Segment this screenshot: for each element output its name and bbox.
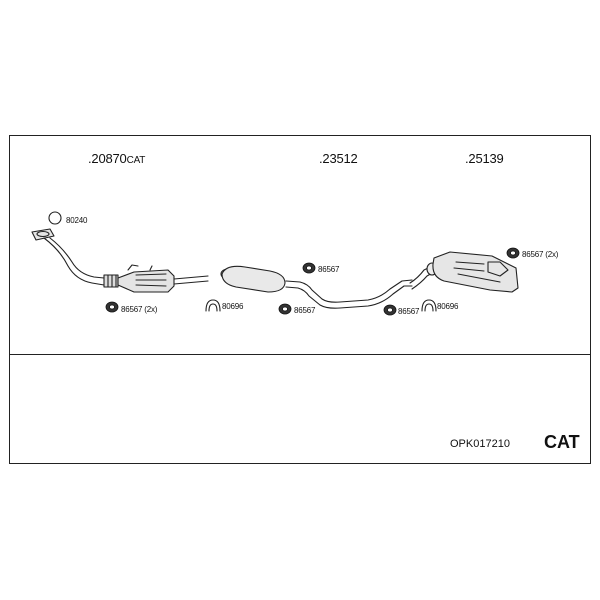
fitting-label-hanger-mid-bottom: 86567 bbox=[294, 306, 316, 315]
part-label-rear-silencer: .25139 bbox=[465, 151, 504, 166]
part-number: .25139 bbox=[465, 151, 504, 166]
seal-ring-icon bbox=[205, 299, 221, 312]
fitting-label-clamp-cat: 86567 (2x) bbox=[121, 305, 158, 314]
catalytic-converter bbox=[103, 264, 209, 293]
fitting-label-hanger-mid-top: 86567 bbox=[318, 265, 340, 274]
gasket-ring-icon bbox=[48, 211, 62, 225]
part-number: .20870 bbox=[88, 151, 127, 166]
part-label-catalytic-converter: .20870CAT bbox=[88, 151, 145, 166]
fitting-label-gasket: 80240 bbox=[66, 216, 88, 225]
clamp-icon bbox=[105, 301, 119, 313]
rear-silencer bbox=[409, 251, 519, 293]
rubber-hanger-icon bbox=[302, 262, 316, 274]
fitting-label-hanger-rear-pipe: 86567 bbox=[398, 307, 420, 316]
fitting-label-seal-ring-1: 80696 bbox=[222, 302, 244, 311]
diagram-frame bbox=[9, 135, 591, 464]
front-pipe bbox=[31, 228, 105, 286]
rubber-hanger-icon bbox=[278, 303, 292, 315]
part-label-middle-silencer: .23512 bbox=[319, 151, 358, 166]
catalyst-type-tag: CAT bbox=[544, 432, 580, 452]
part-suffix: CAT bbox=[126, 155, 146, 166]
seal-ring-icon bbox=[421, 299, 437, 312]
fitting-label-seal-ring-2: 80696 bbox=[437, 302, 459, 311]
section-divider bbox=[9, 354, 591, 355]
part-number: .23512 bbox=[319, 151, 358, 166]
rubber-hanger-icon bbox=[383, 304, 397, 316]
middle-silencer bbox=[220, 265, 413, 309]
fitting-label-hanger-rear: 86567 (2x) bbox=[522, 250, 559, 259]
set-code: OPK017210 bbox=[450, 438, 510, 450]
rubber-hanger-icon bbox=[506, 247, 520, 259]
